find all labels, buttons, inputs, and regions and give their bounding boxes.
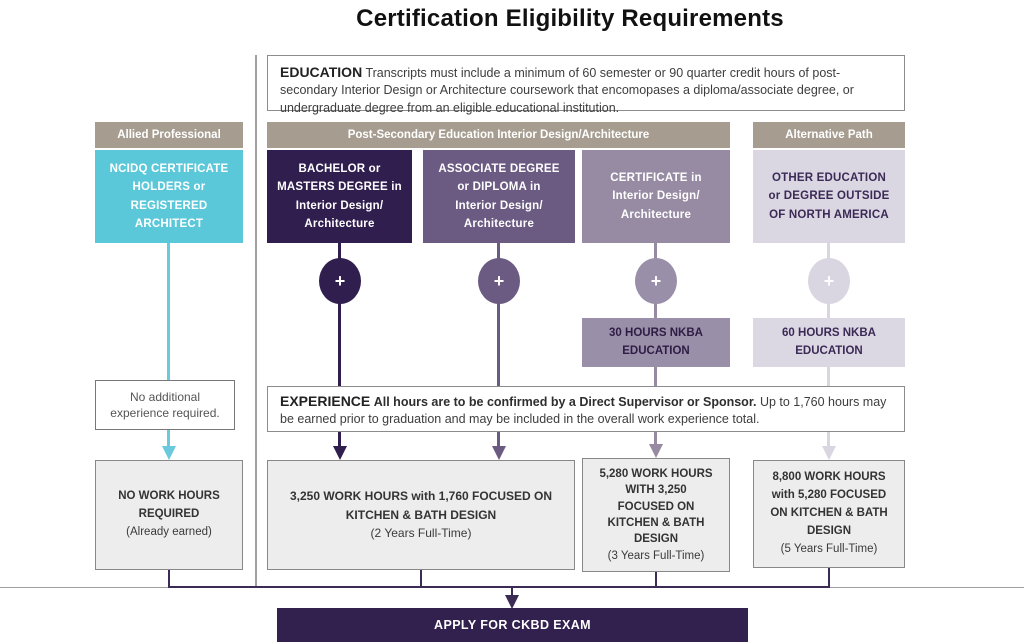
credential-box-associate-diploma: ASSOCIATE DEGREE or DIPLOMA in Interior … (423, 150, 575, 243)
experience-bold-note: All hours are to be confirmed by a Direc… (373, 395, 757, 409)
connector-line (338, 432, 341, 448)
credential-box-certificate: CERTIFICATE in Interior Design/ Architec… (582, 150, 730, 243)
connector-line (827, 432, 830, 448)
work-hours-box-5280: 5,280 WORK HOURS WITH 3,250 FOCUSED ON K… (582, 458, 730, 572)
column-header-post-secondary: Post-Secondary Education Interior Design… (267, 122, 730, 148)
connector-line (497, 432, 500, 448)
work-hours-note: (5 Years Full-Time) (780, 542, 878, 555)
page-title: Certification Eligibility Requirements (356, 5, 784, 32)
credential-box-bachelor-masters: BACHELOR or MASTERS DEGREE in Interior D… (267, 150, 412, 243)
connector-line (167, 430, 170, 447)
connector-line (655, 572, 657, 587)
connector-line (511, 588, 513, 597)
plus-icon: + (808, 258, 850, 304)
work-hours-note: (3 Years Full-Time) (607, 549, 705, 562)
education-info-box: EDUCATION Transcripts must include a min… (267, 55, 905, 115)
connector-line (168, 570, 170, 587)
connector-line (827, 367, 830, 386)
arrow-down-icon (162, 446, 176, 460)
experience-heading: EXPERIENCE (280, 393, 371, 409)
work-hours-note: (Already earned) (126, 525, 212, 538)
work-hours-box-none: NO WORK HOURS REQUIRED (Already earned) (95, 460, 243, 570)
connector-line (168, 586, 830, 588)
work-hours-box-3250: 3,250 WORK HOURS with 1,760 FOCUSED ON K… (267, 460, 575, 570)
nkba-education-box-60-hours: 60 HOURS NKBA EDUCATION (753, 318, 905, 367)
apply-ckbd-exam-bar: APPLY FOR CKBD EXAM (277, 608, 748, 642)
arrow-down-icon (649, 444, 663, 458)
work-hours-note: (2 Years Full-Time) (370, 526, 472, 541)
education-heading: EDUCATION (280, 64, 363, 80)
experience-info-box: EXPERIENCE All hours are to be confirmed… (267, 386, 905, 432)
arrow-down-icon (505, 595, 519, 609)
work-hours-box-8800: 8,800 WORK HOURS with 5,280 FOCUSED ON K… (753, 460, 905, 568)
column-header-allied-professional: Allied Professional (95, 122, 243, 148)
education-body: Transcripts must include a minimum of 60… (280, 66, 854, 115)
credential-box-other-education: OTHER EDUCATION or DEGREE OUTSIDE OF NOR… (753, 150, 905, 243)
work-hours-text: 3,250 WORK HOURS with 1,760 FOCUSED ON K… (289, 489, 553, 522)
connector-line (654, 432, 657, 448)
arrow-down-icon (492, 446, 506, 460)
work-hours-text: 5,280 WORK HOURS WITH 3,250 FOCUSED ON K… (599, 468, 713, 546)
connector-line (497, 243, 500, 386)
no-additional-experience-box: No additional experience required. (95, 380, 235, 430)
nkba-education-box-30-hours: 30 HOURS NKBA EDUCATION (582, 318, 730, 367)
work-hours-text: 8,800 WORK HOURS with 5,280 FOCUSED ON K… (770, 471, 888, 537)
plus-icon: + (635, 258, 677, 304)
column-header-alternative-path: Alternative Path (753, 122, 905, 148)
connector-line (338, 243, 341, 386)
plus-icon: + (478, 258, 520, 304)
connector-line (167, 243, 170, 380)
connector-line (654, 367, 657, 386)
arrow-down-icon (333, 446, 347, 460)
credential-box-ncidq: NCIDQ CERTIFICATE HOLDERS or REGISTERED … (95, 150, 243, 243)
connector-line (420, 570, 422, 587)
section-divider-line (255, 55, 257, 588)
connector-line (828, 568, 830, 587)
arrow-down-icon (822, 446, 836, 460)
work-hours-text: NO WORK HOURS REQUIRED (118, 490, 220, 521)
plus-icon: + (319, 258, 361, 304)
experience-body: Up to 1,760 hours may be earned prior to… (280, 395, 887, 427)
